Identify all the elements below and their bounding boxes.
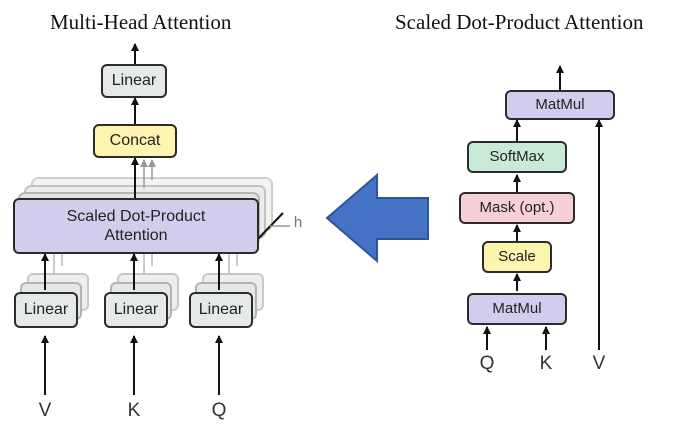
top-linear-label: Linear <box>111 72 157 90</box>
matmul-bottom-box: MatMul <box>467 293 567 325</box>
attention-label-line2: Attention <box>104 227 168 244</box>
input-k-label: K <box>127 400 141 421</box>
attention-label-line1: Scaled Dot-Product <box>66 207 206 225</box>
linear-k-box: Linear <box>104 292 168 328</box>
scale-box: Scale <box>482 241 552 273</box>
matmul-top-box: MatMul <box>505 90 615 120</box>
linear-v-label: Linear <box>23 301 69 319</box>
scaled-dot-product-attention-box: Scaled Dot-Product Attention <box>13 198 259 254</box>
linear-v-box: Linear <box>14 292 78 328</box>
sdp-input-v-label: V <box>592 353 606 374</box>
matmul-top-label: MatMul <box>535 96 585 113</box>
multi-head-title: Multi-Head Attention <box>50 10 232 34</box>
head-count-label: h <box>293 214 303 231</box>
linear-k-label: Linear <box>113 301 159 319</box>
concat-box: Concat <box>93 124 177 158</box>
linear-q-label: Linear <box>198 301 244 319</box>
sdp-input-k-label: K <box>539 353 553 374</box>
matmul-bottom-label: MatMul <box>492 300 542 317</box>
mask-box: Mask (opt.) <box>459 192 575 224</box>
mask-label: Mask (opt.) <box>479 199 555 216</box>
softmax-box: SoftMax <box>467 141 567 173</box>
big-left-arrow <box>325 172 429 264</box>
input-v-label: V <box>38 400 52 421</box>
concat-label: Concat <box>109 132 161 150</box>
softmax-label: SoftMax <box>489 148 545 165</box>
top-linear-box: Linear <box>101 64 167 98</box>
sdp-input-q-label: Q <box>479 353 495 374</box>
scale-label: Scale <box>498 248 536 265</box>
input-q-label: Q <box>211 400 227 421</box>
linear-q-box: Linear <box>189 292 253 328</box>
scaled-dot-title: Scaled Dot-Product Attention <box>395 10 644 34</box>
